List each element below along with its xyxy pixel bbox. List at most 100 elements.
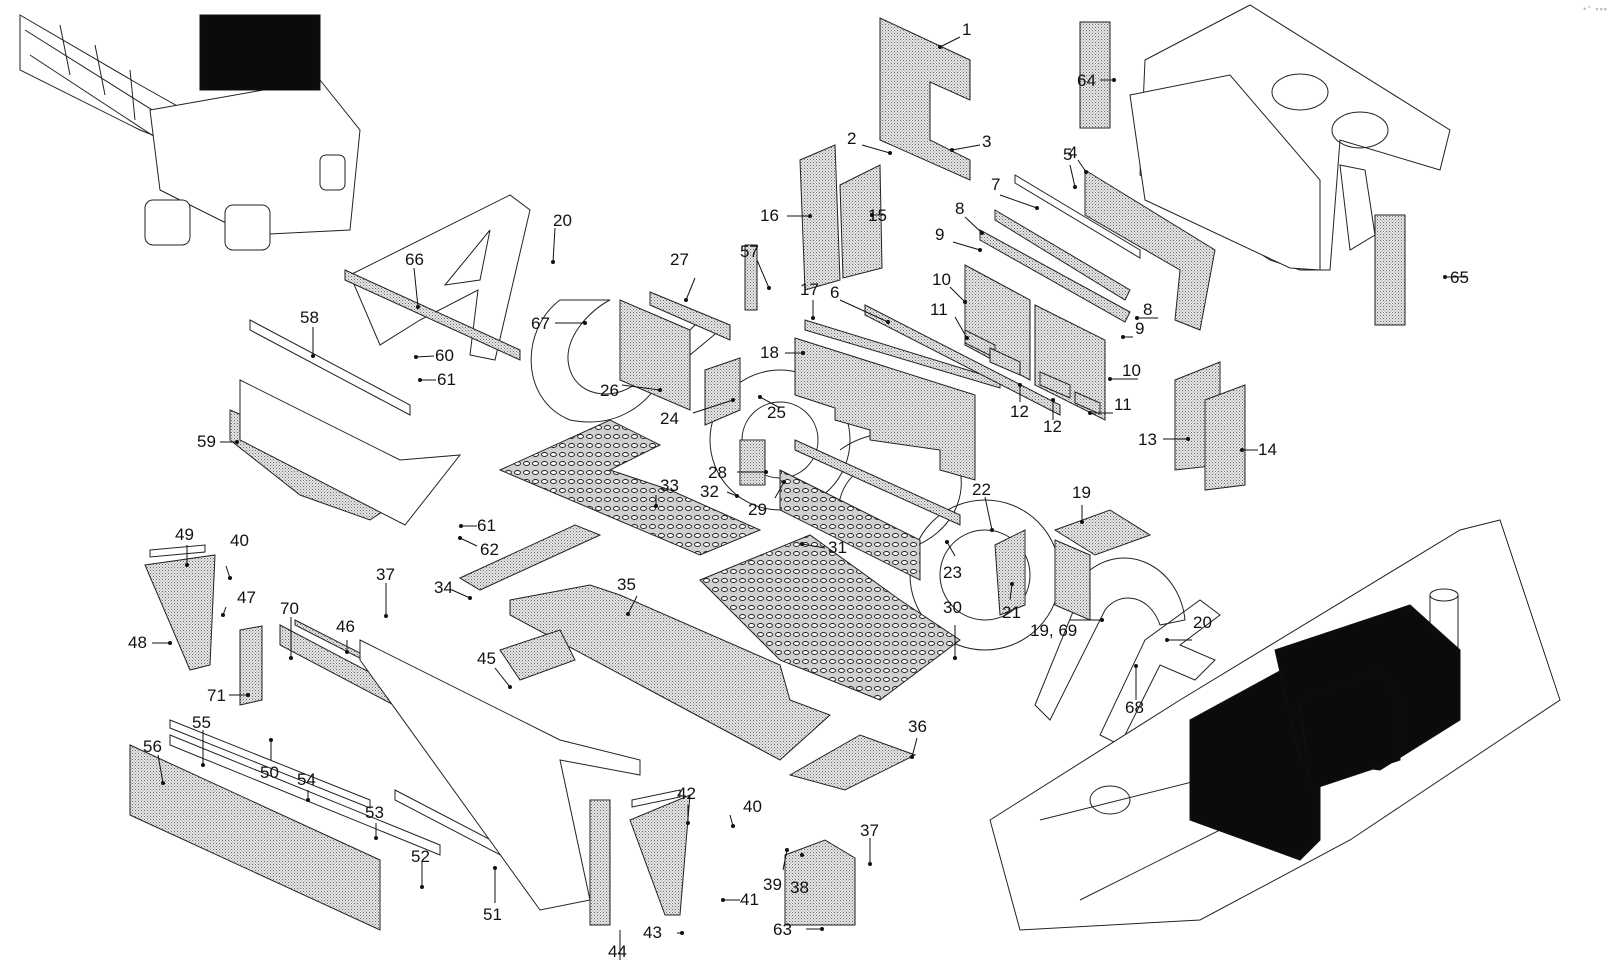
cabin-frame <box>1129 4 1451 271</box>
callout-51: 51 <box>483 866 502 924</box>
callout-label: 63 <box>773 920 792 939</box>
part-shape <box>458 524 602 591</box>
part-shape <box>24 24 201 161</box>
callout-label: 24 <box>660 409 679 428</box>
leader-dot <box>870 213 874 217</box>
callout-label: 71 <box>207 686 226 705</box>
leader-line <box>951 144 981 151</box>
leader-line <box>685 277 696 301</box>
leader-dot <box>420 885 424 889</box>
callout-label: 39 <box>763 875 782 894</box>
callout-37a: 37 <box>376 565 395 618</box>
part-shape <box>239 625 263 706</box>
callout-12b: 12 <box>1043 398 1062 436</box>
callout-label: 67 <box>531 314 550 333</box>
callout-54: 54 <box>297 770 316 802</box>
callout-60: 60 <box>414 346 454 365</box>
leader-line <box>157 754 164 784</box>
callout-label: 29 <box>748 500 767 519</box>
leader-dot <box>654 504 658 508</box>
callout-label: 19 <box>1072 483 1091 502</box>
part-shape <box>319 154 346 191</box>
callout-label: 18 <box>760 343 779 362</box>
leader-dot <box>1121 335 1125 339</box>
leader-dot <box>1165 638 1169 642</box>
leader-dot <box>782 480 786 484</box>
callout-label: 32 <box>700 482 719 501</box>
callout-label: 23 <box>943 563 962 582</box>
part-shape <box>224 204 271 251</box>
part-shape <box>779 469 921 581</box>
callout-label: 58 <box>300 308 319 327</box>
part-shape <box>349 194 531 361</box>
leader-dot <box>384 614 388 618</box>
part-shape <box>1084 169 1216 331</box>
callout-8a: 8 <box>955 199 984 235</box>
leader-dot <box>1073 185 1077 189</box>
leader-dot <box>235 440 239 444</box>
leader-dot <box>820 927 824 931</box>
part-shape <box>619 299 691 411</box>
leader-dot <box>1051 398 1055 402</box>
callout-65: 65 <box>1443 268 1469 287</box>
callout-label: 25 <box>767 403 786 422</box>
leader-line <box>861 144 891 154</box>
machine-overview-icon <box>19 14 361 251</box>
callout-19: 19 <box>1072 483 1091 524</box>
callout-label: 59 <box>197 432 216 451</box>
callout-30: 30 <box>943 598 962 660</box>
part-shape <box>704 357 741 426</box>
leader-line <box>225 565 231 579</box>
callout-label: 64 <box>1077 71 1096 90</box>
part-shape <box>144 199 191 246</box>
part-shape <box>839 164 883 279</box>
callout-label: 19, 69 <box>1030 621 1077 640</box>
leader-dot <box>953 656 957 660</box>
callout-label: 14 <box>1258 440 1277 459</box>
callout-label: 2 <box>847 129 856 148</box>
callout-label: 12 <box>1010 402 1029 421</box>
callout-label: 22 <box>972 480 991 499</box>
callout-61b: 61 <box>459 516 496 535</box>
callout-36: 36 <box>908 717 927 759</box>
leader-dot <box>868 862 872 866</box>
callout-32: 32 <box>700 482 739 501</box>
leader-line <box>939 36 961 48</box>
part-shape <box>499 629 576 681</box>
callout-label: 27 <box>670 250 689 269</box>
callout-48: 48 <box>128 633 172 652</box>
leader-dot <box>686 821 690 825</box>
callout-15: 15 <box>868 206 887 225</box>
part-shape <box>1039 371 1071 399</box>
part-shape <box>1053 509 1152 556</box>
callout-19-69: 19, 69 <box>1030 618 1104 640</box>
leader-line <box>782 849 788 871</box>
leader-dot <box>764 470 768 474</box>
callout-5: 5 <box>1063 145 1077 189</box>
part-shape <box>498 419 762 556</box>
callout-label: 35 <box>617 575 636 594</box>
callout-label: 45 <box>477 649 496 668</box>
callout-49: 49 <box>175 525 194 567</box>
leader-line <box>413 267 419 308</box>
leader-dot <box>731 824 735 828</box>
leader-line <box>692 399 734 414</box>
callout-label: 60 <box>435 346 454 365</box>
part-shape <box>169 719 371 809</box>
leader-line <box>415 355 435 358</box>
callout-label: 8 <box>1143 300 1152 319</box>
callout-13: 13 <box>1138 430 1190 449</box>
leader-dot <box>658 388 662 392</box>
callout-label: 40 <box>230 531 249 550</box>
callout-42: 42 <box>677 784 696 825</box>
callout-63: 63 <box>773 920 824 939</box>
leader-dot <box>1112 78 1116 82</box>
callout-label: 31 <box>828 538 847 557</box>
leader-dot <box>1186 437 1190 441</box>
callout-23: 23 <box>943 540 962 582</box>
callout-label: 34 <box>434 578 453 597</box>
leader-line <box>459 537 478 547</box>
leader-dot <box>886 320 890 324</box>
leader-dot <box>289 656 293 660</box>
callout-label: 40 <box>743 797 762 816</box>
